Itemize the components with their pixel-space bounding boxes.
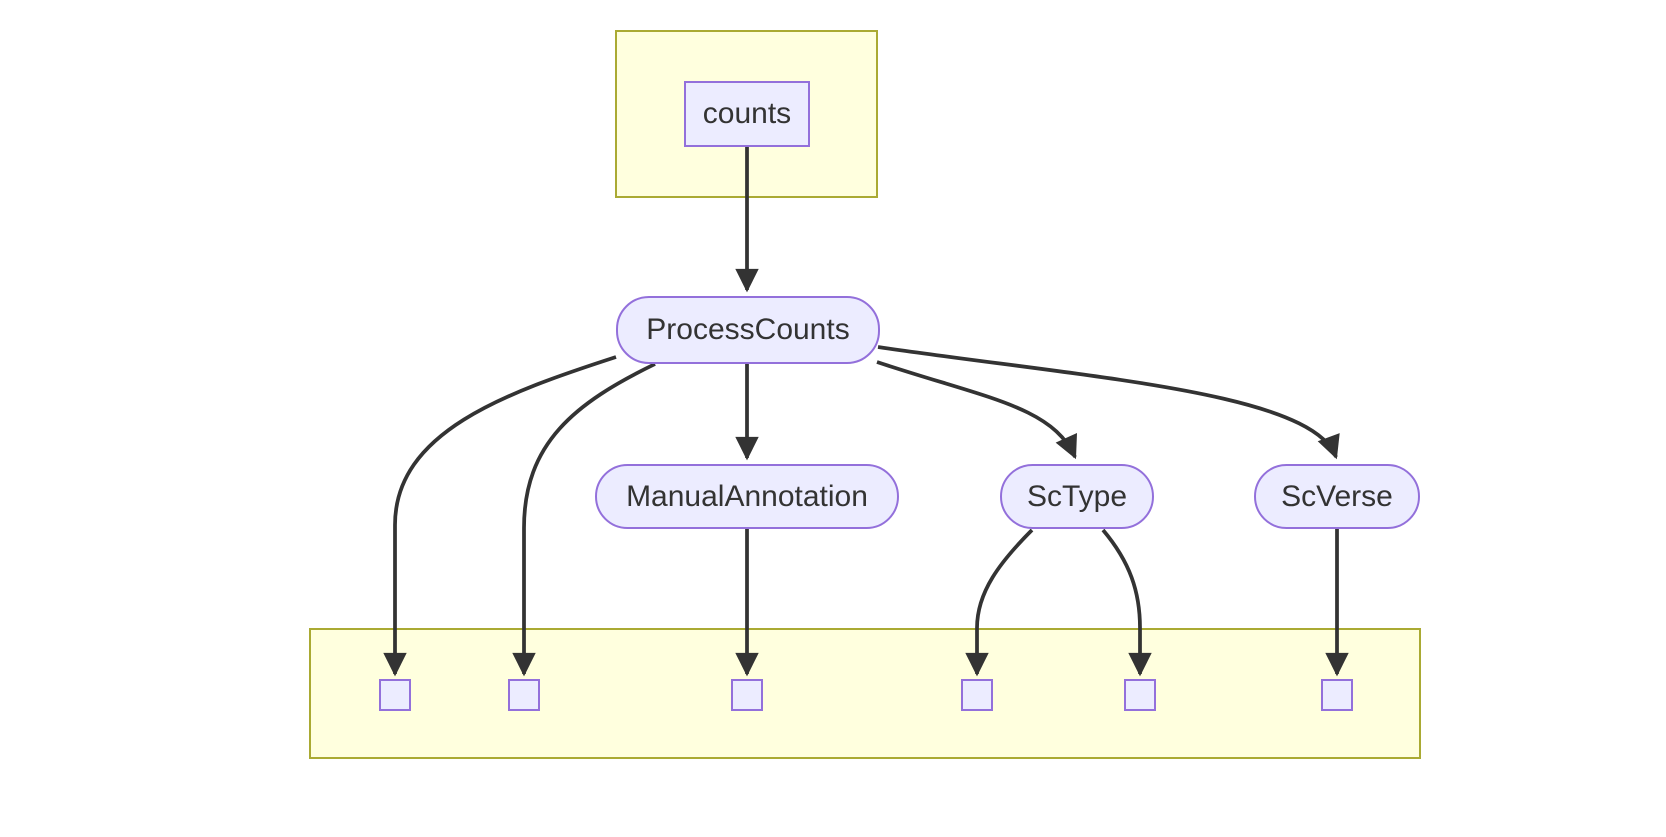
output-square-1 <box>379 679 411 711</box>
output-square-6 <box>1321 679 1353 711</box>
node-counts-label: counts <box>702 97 792 130</box>
output-square-5 <box>1124 679 1156 711</box>
output-square-3 <box>731 679 763 711</box>
edge-processcounts-to-scverse <box>877 345 1340 460</box>
edge-processcounts-to-sctype <box>876 360 1077 460</box>
output-square-2 <box>508 679 540 711</box>
edge-processcounts-to-output1 <box>383 355 617 677</box>
output-square-4 <box>961 679 993 711</box>
node-scverse: ScVerse <box>1254 464 1420 529</box>
node-processcounts-label: ProcessCounts <box>646 313 850 346</box>
node-scverse-label: ScVerse <box>1281 479 1393 513</box>
node-manualannotation-label: ManualAnnotation <box>626 479 868 513</box>
cluster-output-group <box>309 628 1421 759</box>
node-sctype: ScType <box>1000 464 1154 529</box>
node-manualannotation: ManualAnnotation <box>595 464 899 529</box>
node-counts: counts <box>684 81 810 147</box>
node-sctype-label: ScType <box>1026 479 1128 513</box>
node-processcounts: ProcessCounts <box>616 296 880 364</box>
